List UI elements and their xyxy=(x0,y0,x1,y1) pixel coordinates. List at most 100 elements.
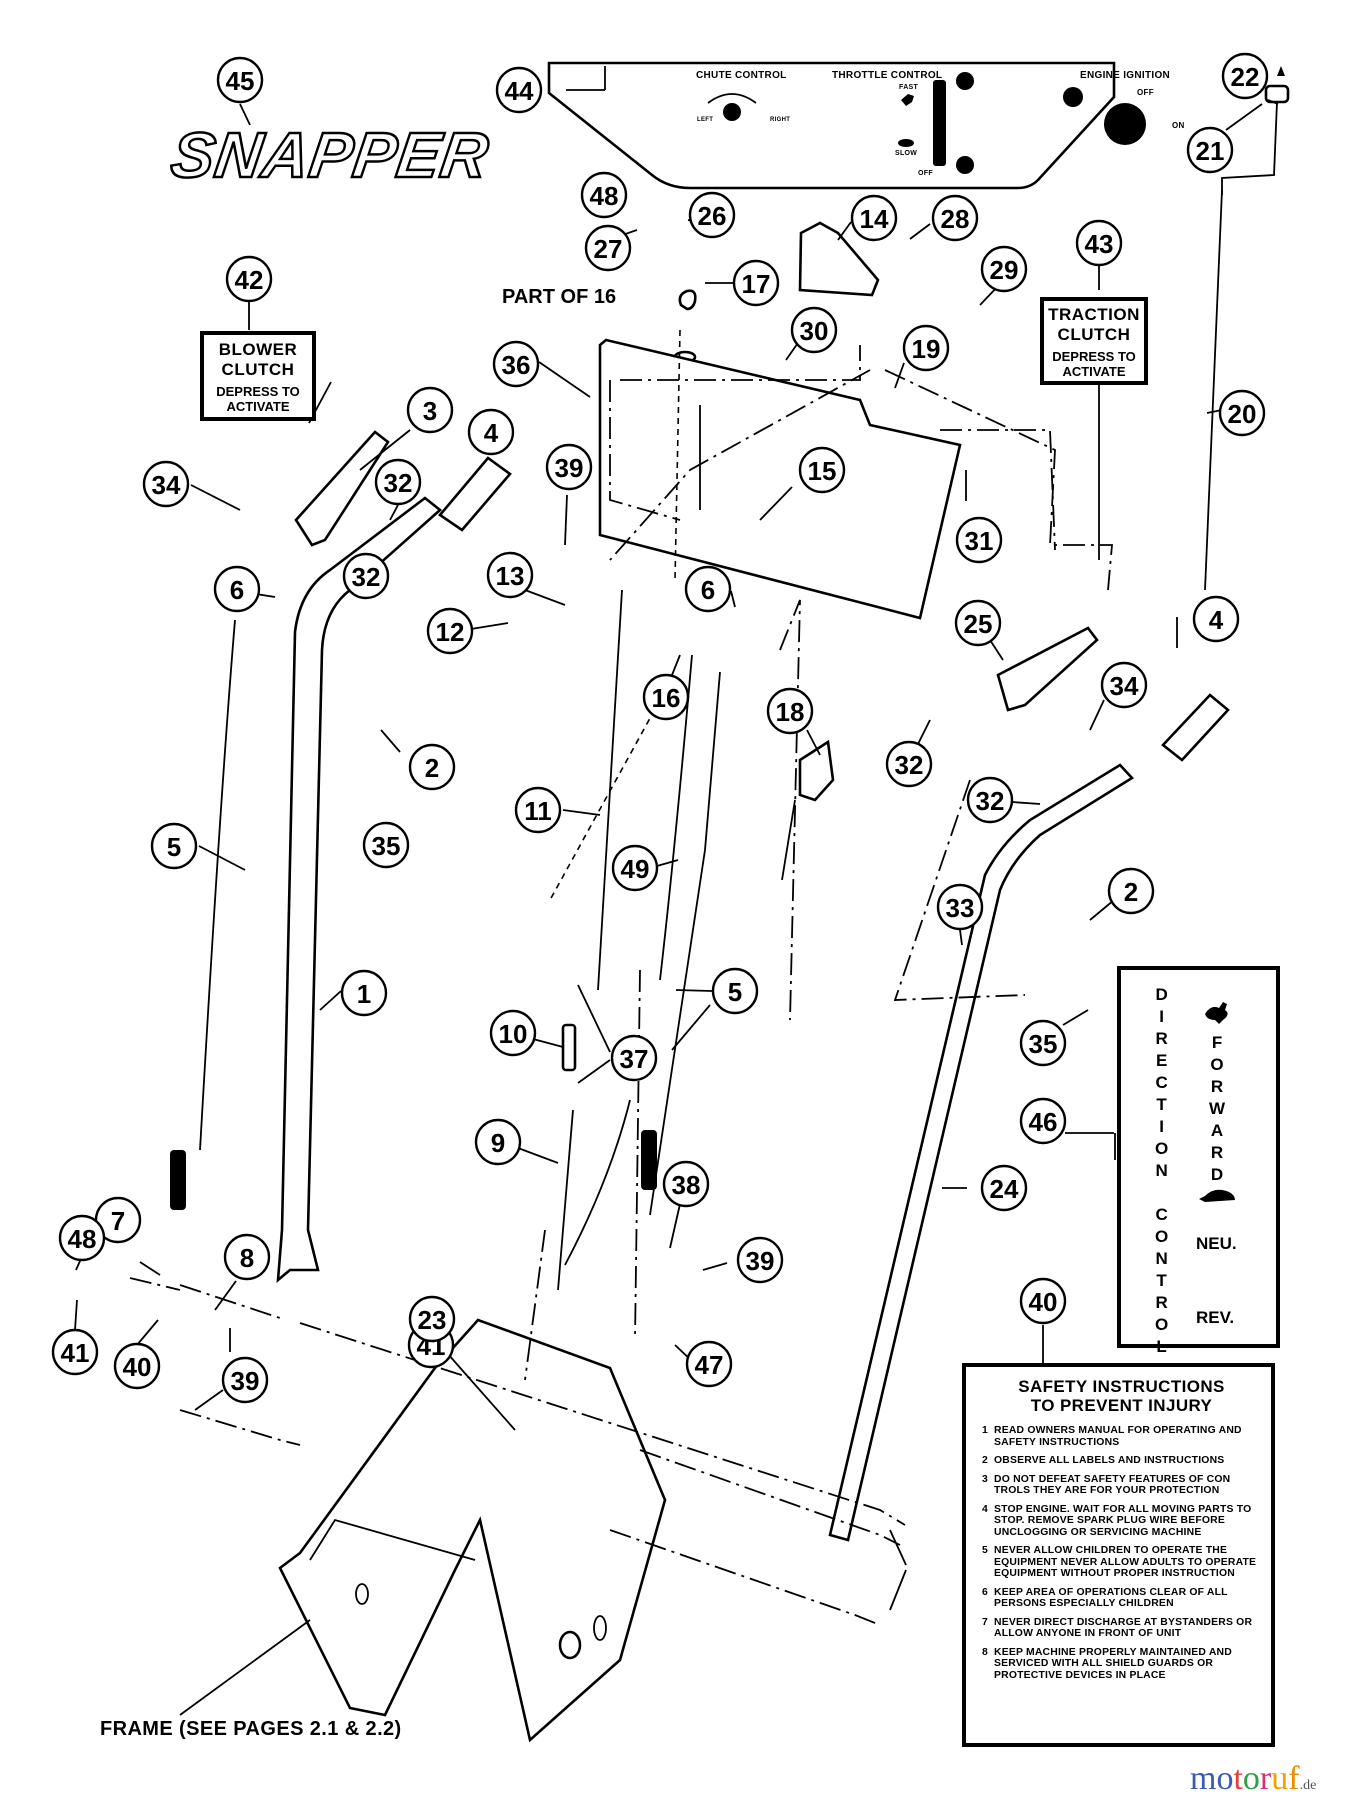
callout-circle xyxy=(408,1295,456,1343)
callout-number: 12 xyxy=(436,617,465,647)
callout-circle xyxy=(966,776,1014,824)
vertical-letter: W xyxy=(1209,1099,1226,1118)
callout-number: 48 xyxy=(590,181,619,211)
callout-number: 43 xyxy=(1085,229,1114,259)
safety-item-text: NEVER DIRECT DISCHARGE AT BYSTANDERS OR … xyxy=(994,1616,1253,1640)
safety-item-number: 8 xyxy=(982,1646,988,1658)
callout-circle xyxy=(736,1236,784,1284)
callout-40: 40 xyxy=(1019,1277,1067,1325)
callout-number: 36 xyxy=(502,350,531,380)
callout-5: 5 xyxy=(150,822,198,870)
turtle-icon xyxy=(1199,1189,1235,1202)
callout-circle xyxy=(936,883,984,931)
vertical-letter: D xyxy=(1210,1165,1224,1184)
callout-40: 40 xyxy=(113,1342,161,1390)
callout-number: 34 xyxy=(1110,671,1139,701)
callout-circle xyxy=(340,969,388,1017)
callout-circle xyxy=(216,56,264,104)
callout-circle xyxy=(225,255,273,303)
callout-circle xyxy=(790,306,838,354)
callout-46: 46 xyxy=(1019,1097,1067,1145)
callout-number: 41 xyxy=(61,1338,90,1368)
callout-number: 23 xyxy=(418,1305,447,1335)
callout-21: 21 xyxy=(1186,126,1234,174)
safety-title-2: TO PREVENT INJURY xyxy=(1030,1396,1213,1415)
vertical-letter: T xyxy=(1156,1271,1167,1290)
vertical-letter: D xyxy=(1155,985,1168,1004)
callout-44: 44 xyxy=(495,66,543,114)
callout-22: 22 xyxy=(1221,52,1269,100)
callout-39: 39 xyxy=(221,1356,269,1404)
part-of-16-label: PART OF 16 xyxy=(502,286,617,308)
callout-39: 39 xyxy=(736,1236,784,1284)
phantom-line xyxy=(634,969,641,1341)
cable-5-center xyxy=(649,671,721,1216)
callout-circle xyxy=(611,844,659,892)
safety-item-text: KEEP AREA OF OPERATIONS CLEAR OF ALL PER… xyxy=(994,1586,1228,1610)
callout-number: 13 xyxy=(496,561,525,591)
callout-number: 17 xyxy=(742,269,771,299)
callout-45: 45 xyxy=(216,56,264,104)
traction-clutch-sub-2: ACTIVATE xyxy=(1062,364,1126,379)
safety-title-1: SAFETY INSTRUCTIONS xyxy=(1018,1377,1225,1396)
callout-4: 4 xyxy=(467,408,515,456)
callout-number: 27 xyxy=(594,234,623,264)
callout-number: 21 xyxy=(1196,136,1225,166)
lever-3 xyxy=(294,430,390,547)
knob-cap xyxy=(1277,66,1285,76)
spring-center xyxy=(641,1130,657,1190)
frame xyxy=(278,1318,667,1743)
callout-43: 43 xyxy=(1075,219,1123,267)
callout-48: 48 xyxy=(580,171,628,219)
safety-item-text: DO NOT DEFEAT SAFETY FEATURES OF CON TRO… xyxy=(994,1473,1231,1497)
vertical-letter: R xyxy=(1155,1029,1168,1048)
watermark-tld: .de xyxy=(1299,1778,1317,1793)
throttle-control-label: THROTTLE CONTROL xyxy=(832,70,943,81)
callout-circle xyxy=(1019,1019,1067,1067)
callout-circle xyxy=(580,171,628,219)
callout-circle xyxy=(495,66,543,114)
watermark-letter: t xyxy=(1233,1760,1243,1797)
callout-39: 39 xyxy=(545,443,593,491)
traction-clutch-sub-1: DEPRESS TO xyxy=(1052,349,1136,364)
callout-circle xyxy=(150,822,198,870)
callout-3: 3 xyxy=(406,386,454,434)
callout-34: 34 xyxy=(1100,661,1148,709)
callout-circle xyxy=(766,687,814,735)
callout-30: 30 xyxy=(790,306,838,354)
vertical-letter: C xyxy=(1155,1073,1168,1092)
vertical-letter: I xyxy=(1159,1007,1164,1026)
chute-knob xyxy=(723,103,741,121)
chute-control-label: CHUTE CONTROL xyxy=(696,70,787,81)
callout-number: 4 xyxy=(484,418,499,448)
vertical-letter xyxy=(1159,1182,1164,1204)
frame-hole xyxy=(593,1615,607,1641)
callout-circle xyxy=(362,821,410,869)
callout-37: 37 xyxy=(610,1034,658,1082)
phantom-line xyxy=(940,429,1056,551)
callout-number: 49 xyxy=(621,854,650,884)
vertical-letter: L xyxy=(1156,1337,1167,1356)
vertical-letter: O xyxy=(1155,1315,1169,1334)
phantom-line xyxy=(893,779,1026,1001)
callout-number: 20 xyxy=(1228,399,1257,429)
callout-number: 6 xyxy=(230,575,244,605)
blower-clutch-title-2: CLUTCH xyxy=(221,360,295,379)
callout-10: 10 xyxy=(489,1009,537,1057)
callout-11: 11 xyxy=(514,786,562,834)
callout-circle xyxy=(610,1034,658,1082)
callout-number: 33 xyxy=(946,893,975,923)
callout-number: 16 xyxy=(652,683,681,713)
vertical-letter: O xyxy=(1155,1139,1169,1158)
callout-circle xyxy=(885,740,933,788)
callout-number: 39 xyxy=(231,1366,260,1396)
callout-42: 42 xyxy=(225,255,273,303)
callout-32: 32 xyxy=(342,552,390,600)
callout-number: 31 xyxy=(965,526,994,556)
callout-circle xyxy=(51,1328,99,1376)
